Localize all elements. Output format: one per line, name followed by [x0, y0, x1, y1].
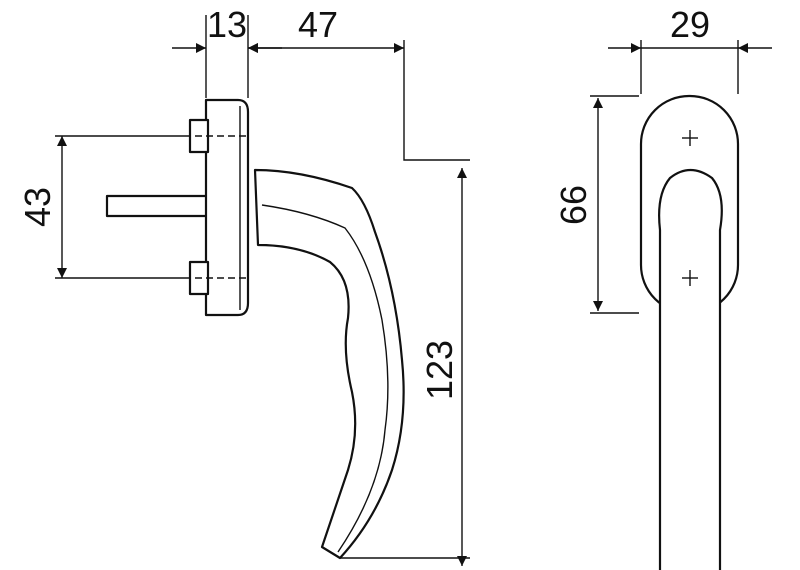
dim-label-43: 43	[17, 187, 58, 227]
handle-front	[658, 168, 723, 570]
handle-lever	[253, 168, 405, 560]
dimension-lines	[55, 15, 772, 566]
front-view	[639, 94, 740, 570]
spindle	[105, 194, 209, 218]
dim-label-29: 29	[670, 4, 710, 45]
dim-label-13: 13	[207, 4, 247, 45]
handle-lever-inner-line	[261, 204, 389, 553]
dim-label-66: 66	[553, 185, 594, 225]
rose-plate	[204, 98, 250, 317]
dim-label-47: 47	[298, 4, 338, 45]
screw-cross-top	[682, 130, 698, 146]
screw-cross-bottom	[682, 270, 698, 286]
dim-label-123: 123	[419, 340, 460, 400]
side-view	[105, 98, 405, 560]
